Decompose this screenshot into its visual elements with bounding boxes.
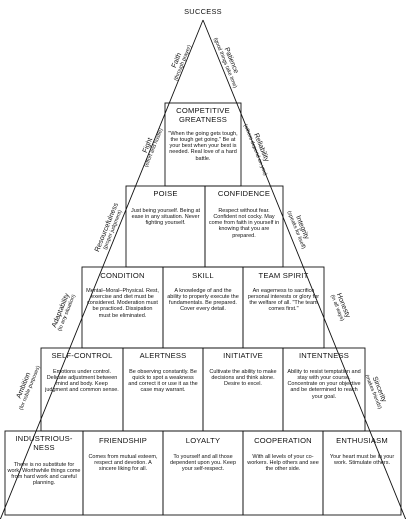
block-title-friendship: FRIENDSHIP — [99, 436, 147, 445]
block-title-condition: CONDITION — [100, 271, 145, 280]
block-body-initiative: Cultivate the ability to make decisions … — [209, 369, 277, 388]
block-body-loyalty: To yourself and all those dependent upon… — [169, 454, 237, 473]
block-title-competitive-greatness: COMPETITIVE GREATNESS — [176, 106, 230, 124]
block-title-intentness: INTENTNESS — [298, 351, 350, 360]
block-title-team-spirit: TEAM SPIRIT — [258, 271, 309, 280]
block-title-skill: SKILL — [192, 271, 214, 280]
block-body-skill: A knowledge of and the ability to proper… — [167, 288, 239, 313]
block-body-cooperation: With all levels of your co-workers. Help… — [247, 454, 319, 473]
block-body-competitive-greatness: "When the going gets tough, the tough ge… — [168, 131, 238, 162]
block-title-poise: POISE — [153, 189, 178, 198]
block-title-loyalty: LOYALTY — [185, 436, 221, 445]
block-body-alertness: Be observing constantly. Be quick to spo… — [128, 369, 198, 394]
block-body-team-spirit: An eagerness to sacrifice personal inter… — [247, 288, 320, 313]
block-title-confidence: CONFIDENCE — [217, 189, 271, 198]
block-body-friendship: Comes from mutual esteem, respect and de… — [88, 454, 158, 473]
block-body-enthusiasm: Your heart must be in your work. Stimula… — [329, 454, 395, 467]
block-title-alertness: ALERTNESS — [139, 351, 187, 360]
block-body-confidence: Respect without fear. Confident not cock… — [208, 208, 280, 239]
block-body-industriousness: There is no substitute for work. Worthwh… — [7, 462, 81, 487]
block-title-cooperation: COOPERATION — [254, 436, 312, 445]
apex-label: SUCCESS — [184, 7, 222, 16]
block-title-enthusiasm: ENTHUSIASM — [336, 436, 388, 445]
block-body-condition: Mental–Moral–Physical. Rest, exercise an… — [86, 288, 159, 319]
frame-enthusiasm — [322, 430, 402, 516]
block-body-intentness: Ability to resist temptation and stay wi… — [287, 369, 361, 400]
block-title-initiative: INITIATIVE — [223, 351, 263, 360]
block-title-self-control: SELF-CONTROL — [51, 351, 113, 360]
block-body-self-control: Emotions under control. Delicate adjustm… — [45, 369, 119, 394]
block-title-industriousness: INDUSTRIOUS-NESS — [15, 434, 73, 452]
block-body-poise: Just being yourself. Being at ease in an… — [130, 208, 201, 227]
